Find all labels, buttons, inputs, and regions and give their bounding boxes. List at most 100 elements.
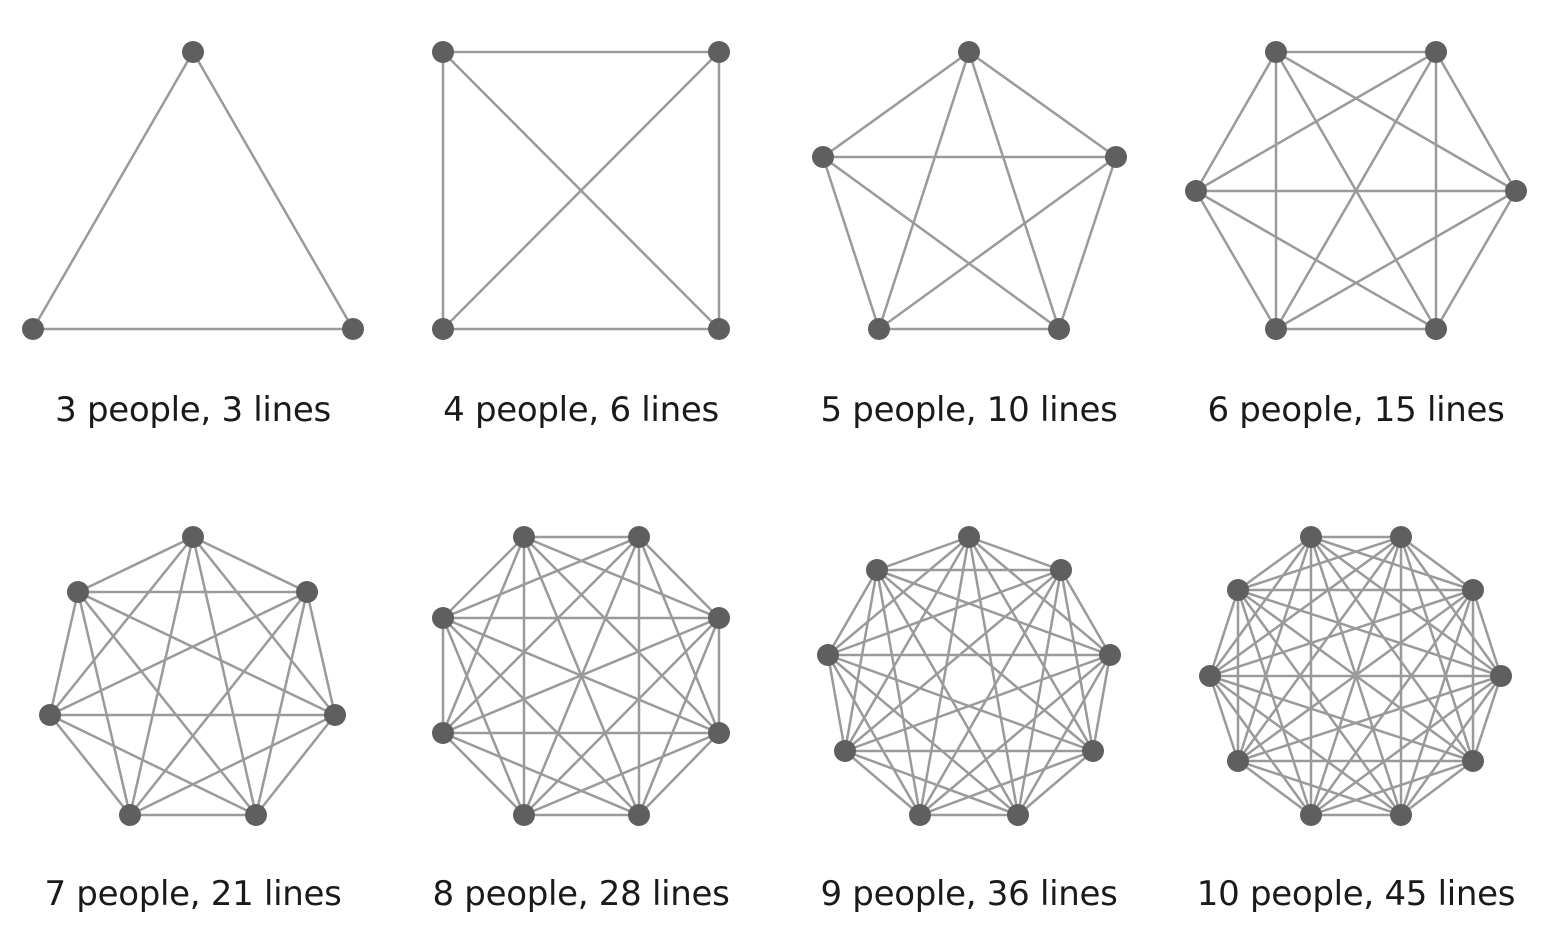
person-node <box>1048 318 1070 340</box>
edge <box>967 536 1020 816</box>
person-node <box>1265 41 1287 63</box>
edge <box>129 591 308 816</box>
edge <box>1275 189 1517 331</box>
person-node <box>1425 41 1447 63</box>
edge <box>523 731 720 817</box>
edge <box>191 536 258 816</box>
edge <box>844 653 1111 753</box>
edge <box>1237 588 1502 678</box>
edge <box>919 749 1094 817</box>
edge <box>1236 589 1313 816</box>
caption-10-people: 10 people, 45 lines <box>1196 874 1516 914</box>
person-node <box>513 526 535 548</box>
person-node <box>1227 750 1249 772</box>
person-node <box>432 607 454 629</box>
edge <box>1194 190 1278 330</box>
edge <box>442 616 720 735</box>
person-node <box>182 526 204 548</box>
person-node <box>432 722 454 744</box>
edge <box>826 654 922 816</box>
caption-9-people: 9 people, 36 lines <box>820 874 1118 914</box>
edge <box>76 591 132 816</box>
edge <box>442 731 640 817</box>
edge <box>844 749 1019 817</box>
edge <box>1209 588 1474 678</box>
person-node <box>1099 644 1121 666</box>
person-node <box>812 146 834 168</box>
edge <box>843 569 879 752</box>
caption-4-people: 4 people, 6 lines <box>443 390 719 430</box>
edge <box>638 732 720 816</box>
edge <box>1237 759 1312 817</box>
edge <box>1310 535 1502 678</box>
edge <box>1208 675 1240 762</box>
edge <box>876 535 970 572</box>
person-node <box>182 41 204 63</box>
edge <box>827 536 970 656</box>
edge <box>1310 674 1502 817</box>
person-node <box>22 318 44 340</box>
edge <box>49 536 194 716</box>
edge <box>919 654 1111 816</box>
person-node <box>817 644 839 666</box>
edge <box>255 714 336 816</box>
person-node <box>834 740 856 762</box>
person-node <box>628 804 650 826</box>
caption-7-people: 7 people, 21 lines <box>44 874 342 914</box>
person-node <box>1462 579 1484 601</box>
person-node <box>866 559 888 581</box>
edge <box>49 713 257 817</box>
edge <box>305 591 337 716</box>
person-node <box>868 318 890 340</box>
edge <box>1237 674 1502 763</box>
edge <box>918 569 1063 816</box>
edge <box>878 155 1117 331</box>
edge <box>1194 51 1278 192</box>
person-node <box>432 318 454 340</box>
edge <box>822 50 970 159</box>
edge <box>827 653 1094 753</box>
edge <box>968 50 1117 159</box>
person-node <box>67 581 89 603</box>
person-node <box>1050 559 1072 581</box>
edge <box>31 51 195 330</box>
edge <box>77 535 194 594</box>
edge <box>442 617 640 816</box>
person-node <box>1199 665 1221 687</box>
edge <box>1017 750 1094 816</box>
edge <box>968 535 1062 572</box>
edge <box>827 654 1019 816</box>
person-node <box>708 607 730 629</box>
edge <box>442 732 525 816</box>
edge <box>441 617 526 816</box>
edge <box>1434 190 1518 330</box>
edge <box>1237 535 1402 592</box>
edge <box>192 535 308 594</box>
edge <box>1236 589 1403 816</box>
edge <box>1016 569 1063 816</box>
person-node <box>1185 180 1207 202</box>
edge <box>442 536 525 619</box>
person-node <box>1300 526 1322 548</box>
edge <box>523 617 720 816</box>
edge <box>1399 589 1475 816</box>
person-node <box>1390 804 1412 826</box>
person-node <box>1227 579 1249 601</box>
edge <box>1208 675 1313 816</box>
person-node <box>1265 318 1287 340</box>
edge <box>844 750 921 816</box>
edge <box>1016 654 1112 816</box>
edge <box>1399 536 1475 762</box>
caption-6-people: 6 people, 15 lines <box>1207 390 1505 430</box>
edge <box>967 51 1061 330</box>
edge <box>843 536 971 752</box>
edge <box>968 536 1111 656</box>
graph-k6 <box>1185 41 1527 340</box>
edge <box>967 536 1095 752</box>
edge <box>875 569 1020 816</box>
caption-3-people: 3 people, 3 lines <box>55 390 331 430</box>
graph-k7 <box>39 526 346 826</box>
edge <box>128 536 195 816</box>
person-node <box>708 722 730 744</box>
person-node <box>119 804 141 826</box>
